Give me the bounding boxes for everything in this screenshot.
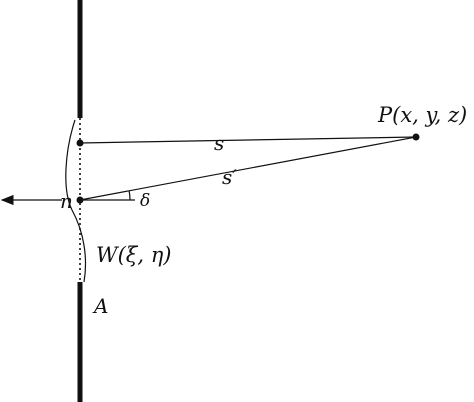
point-P <box>412 133 420 141</box>
label-s-prime: s′ <box>222 165 237 189</box>
label-n: n <box>60 189 73 213</box>
label-s: s <box>214 131 224 155</box>
label-delta: δ <box>140 191 150 211</box>
label-wavefront: W(ξ, η) <box>96 243 171 267</box>
line-s-prime <box>79 136 417 201</box>
line-s <box>79 136 417 144</box>
label-aperture: A <box>92 294 108 318</box>
point-n <box>76 196 84 204</box>
point-upper <box>76 139 84 147</box>
wavefront-curve <box>65 119 87 283</box>
label-point-P: P(x, y, z) <box>377 103 467 127</box>
angle-arc <box>128 190 131 201</box>
